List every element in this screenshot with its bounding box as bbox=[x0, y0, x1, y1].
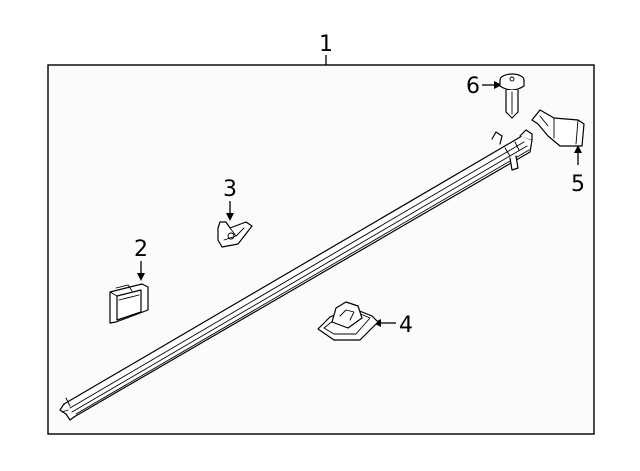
callout-label-6: 6 bbox=[466, 74, 480, 99]
part-5-bracket: 5 bbox=[531, 109, 585, 197]
callout-assembly: 1 bbox=[319, 32, 333, 65]
part-6-push-pin: 6 bbox=[466, 73, 525, 119]
callout-label-3: 3 bbox=[223, 177, 237, 202]
part-2-clip: 2 bbox=[109, 237, 149, 324]
part-4-retainer: 4 bbox=[317, 301, 413, 341]
arrow-6 bbox=[494, 81, 502, 89]
rocker-molding-strip bbox=[59, 129, 533, 421]
callout-label-4: 4 bbox=[399, 313, 413, 338]
part-3-clip: 3 bbox=[217, 177, 253, 248]
arrow-5 bbox=[574, 145, 582, 153]
callout-label-5: 5 bbox=[571, 172, 585, 197]
arrow-2 bbox=[137, 273, 145, 281]
callout-label-assembly: 1 bbox=[319, 32, 333, 57]
callout-label-2: 2 bbox=[134, 237, 148, 262]
arrow-3 bbox=[226, 213, 234, 221]
